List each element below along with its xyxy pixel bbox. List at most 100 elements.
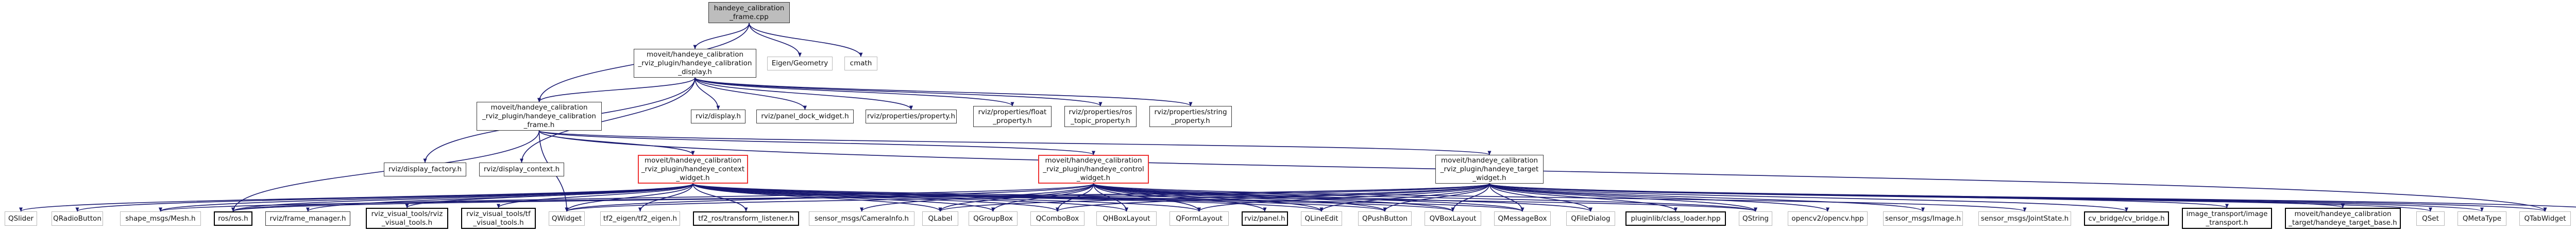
graph-node-imgtransport[interactable]: image_transport/image_transport.h <box>2182 208 2272 229</box>
graph-node-tf2ros[interactable]: tf2_ros/transform_listener.h <box>693 211 799 226</box>
graph-node-qwidget[interactable]: QWidget <box>549 211 585 226</box>
graph-node-qlabel[interactable]: QLabel <box>922 211 958 226</box>
graph-node-panelDock[interactable]: rviz/panel_dock_widget.h <box>756 110 854 123</box>
graph-node-propProp[interactable]: rviz/properties/property.h <box>866 110 957 123</box>
dependency-edge <box>692 183 1128 212</box>
graph-node-tgtW[interactable]: moveit/handeye_calibration_rviz_plugin/h… <box>1435 155 1544 184</box>
graph-node-qvbox[interactable]: QVBoxLayout <box>1425 211 1481 226</box>
dependency-edge <box>694 77 807 110</box>
graph-node-label: QMessageBox <box>1498 214 1547 223</box>
graph-node-label: moveit/handeye_calibration <box>646 50 744 59</box>
dependency-edge <box>159 183 693 212</box>
graph-node-label: _rviz_plugin/handeye_control <box>1043 165 1144 173</box>
dependency-edge <box>1489 183 1925 212</box>
graph-node-opencv[interactable]: opencv2/opencv.hpp <box>1788 211 1868 226</box>
graph-node-label: _transport.h <box>2206 218 2248 227</box>
dependency-edge <box>1489 183 2576 208</box>
graph-node-label: rviz/frame_manager.h <box>269 214 346 223</box>
graph-node-frameH[interactable]: moveit/handeye_calibration_rviz_plugin/h… <box>477 102 602 131</box>
graph-node-camInfo[interactable]: sensor_msgs/CameraInfo.h <box>809 211 914 226</box>
dependency-edge <box>693 23 750 49</box>
graph-node-rosros[interactable]: ros/ros.h <box>214 211 252 226</box>
graph-node-label: rviz/display_context.h <box>483 165 560 173</box>
graph-node-pluginlib[interactable]: pluginlib/class_loader.hpp <box>1625 211 1726 226</box>
dependency-edge <box>1093 183 1267 212</box>
graph-node-label: _topic_property.h <box>1071 116 1130 125</box>
graph-node-label: pluginlib/class_loader.hpp <box>1631 214 1721 223</box>
graph-node-tf2eigen[interactable]: tf2_eigen/tf2_eigen.h <box>600 211 680 226</box>
graph-node-label: moveit/handeye_calibration <box>644 156 742 165</box>
graph-node-qlineedit[interactable]: QLineEdit <box>1301 211 1342 226</box>
graph-node-label: QPushButton <box>1362 214 1408 223</box>
graph-node-ctxW[interactable]: moveit/handeye_calibration_rviz_plugin/h… <box>638 155 748 184</box>
dependency-edge <box>1489 183 2484 212</box>
graph-node-label: handeye_calibration <box>714 4 785 12</box>
graph-node-rvizpanel[interactable]: rviz/panel.h <box>1242 211 1288 226</box>
graph-node-dispContext[interactable]: rviz/display_context.h <box>479 163 564 176</box>
graph-node-eigen[interactable]: Eigen/Geometry <box>767 57 833 70</box>
graph-node-qpush[interactable]: QPushButton <box>1358 211 1412 226</box>
graph-node-qtabwidget[interactable]: QTabWidget <box>2519 211 2571 226</box>
graph-node-label: rviz/properties/property.h <box>867 112 956 120</box>
graph-node-tfvt[interactable]: rviz_visual_tools/tf_visual_tools.h <box>461 208 536 229</box>
graph-node-rvizDisplay[interactable]: rviz/display.h <box>691 110 745 123</box>
graph-node-qhbox[interactable]: QHBoxLayout <box>1096 211 1157 226</box>
graph-node-shapeMesh[interactable]: shape_msgs/Mesh.h <box>120 211 201 226</box>
dependency-edge <box>1093 183 1201 212</box>
graph-node-qstring[interactable]: QString <box>1739 211 1772 226</box>
graph-node-label: rviz/display.h <box>696 112 741 120</box>
graph-node-label: _rviz_plugin/handeye_context <box>641 165 745 173</box>
dependency-edge <box>1489 183 1757 212</box>
graph-node-dispFactory[interactable]: rviz/display_factory.h <box>384 163 466 176</box>
graph-node-label: ros/ros.h <box>218 214 248 223</box>
graph-node-qmetatype[interactable]: QMetaType <box>2458 211 2506 226</box>
graph-node-qradio[interactable]: QRadioButton <box>52 211 103 226</box>
graph-node-qgroupbox[interactable]: QGroupBox <box>969 211 1018 226</box>
graph-node-cvbridge[interactable]: cv_bridge/cv_bridge.h <box>2084 211 2169 226</box>
graph-node-qform[interactable]: QFormLayout <box>1170 211 1229 226</box>
graph-node-qcombobox[interactable]: QComboBox <box>1030 211 1084 226</box>
graph-node-dispH[interactable]: moveit/handeye_calibration_rviz_plugin/h… <box>634 49 756 78</box>
graph-node-rosTopicProp[interactable]: rviz/properties/ros_topic_property.h <box>1064 106 1137 127</box>
graph-node-label: _property.h <box>1171 116 1210 125</box>
graph-node-label: rviz/panel.h <box>1244 214 1285 223</box>
dependency-edge <box>1056 183 1490 212</box>
graph-node-label: shape_msgs/Mesh.h <box>125 214 196 223</box>
graph-node-label: QGroupBox <box>973 214 1013 223</box>
graph-node-label: image_transport/image <box>2186 209 2268 218</box>
dependency-edge <box>1319 183 1490 212</box>
graph-node-jointstate[interactable]: sensor_msgs/JointState.h <box>1978 211 2071 226</box>
graph-node-cmath[interactable]: cmath <box>844 57 877 70</box>
dependency-edge <box>1056 183 1094 212</box>
graph-node-label: QComboBox <box>1036 214 1079 223</box>
dependency-edge <box>749 23 802 57</box>
dependency-edge <box>694 77 1103 106</box>
graph-node-floatProp[interactable]: rviz/properties/float_property.h <box>973 106 1052 127</box>
graph-node-root[interactable]: handeye_calibration_frame.cpp <box>708 2 790 23</box>
graph-node-qfiledialog[interactable]: QFileDialog <box>1566 211 1615 226</box>
graph-node-targetbase[interactable]: moveit/handeye_calibration_target/handey… <box>2285 208 2401 229</box>
graph-node-qset[interactable]: QSet <box>2416 211 2445 226</box>
graph-node-label: _visual_tools.h <box>381 218 433 227</box>
graph-node-ctrlW[interactable]: moveit/handeye_calibration_rviz_plugin/h… <box>1038 155 1149 184</box>
graph-node-qslider[interactable]: QSlider <box>5 211 37 226</box>
dependency-edge <box>1489 183 1524 212</box>
graph-node-frameMgr[interactable]: rviz/frame_manager.h <box>265 211 350 226</box>
dependency-edge <box>694 77 1193 106</box>
graph-node-qmsgbox[interactable]: QMessageBox <box>1494 211 1551 226</box>
graph-node-rvt[interactable]: rviz_visual_tools/rviz_visual_tools.h <box>366 208 448 229</box>
graph-node-label: _frame.cpp <box>730 12 769 21</box>
dependency-edge <box>1489 183 2547 212</box>
dependency-edge <box>565 183 1490 212</box>
graph-node-imgh[interactable]: sensor_msgs/Image.h <box>1883 211 1963 226</box>
dependency-edge <box>538 130 1095 155</box>
dependency-edge <box>749 23 863 57</box>
graph-node-stringProp[interactable]: rviz/properties/string_property.h <box>1149 106 1232 127</box>
graph-node-label: _property.h <box>993 116 1032 125</box>
graph-node-label: sensor_msgs/JointState.h <box>1980 214 2069 223</box>
graph-node-label: QMetaType <box>2462 214 2502 223</box>
graph-node-label: cmath <box>850 59 872 67</box>
graph-node-label: _display.h <box>678 67 712 76</box>
graph-node-label: opencv2/opencv.hpp <box>1791 214 1864 223</box>
graph-node-label: QWidget <box>551 214 582 223</box>
